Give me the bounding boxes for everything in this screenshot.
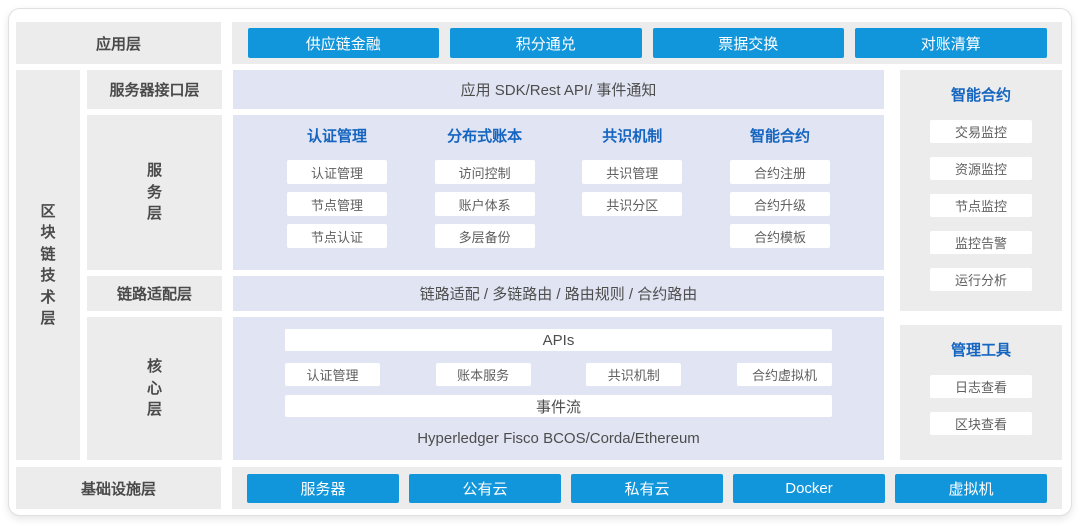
service-column-smart-contract: 智能合约 合约注册 合约升级 合约模板 — [729, 125, 830, 256]
monitor-item: 交易监控 — [930, 120, 1032, 143]
infrastructure-layer-label: 基础设施层 — [16, 467, 221, 509]
infra-chip-public-cloud: 公有云 — [409, 473, 561, 503]
core-module: 合约虚拟机 — [736, 363, 832, 386]
service-layer-content: 认证管理 认证管理 节点管理 节点认证 分布式账本 访问控制 账户体系 多层备份… — [233, 115, 884, 270]
service-item: 账户体系 — [434, 192, 535, 216]
management-tools-panel: 管理工具 日志查看 区块查看 — [900, 325, 1062, 460]
tools-panel-header: 管理工具 — [950, 342, 1011, 359]
core-module: 认证管理 — [285, 363, 380, 386]
service-layer-label: 服务层 — [87, 115, 222, 270]
core-platforms-text: Hyperledger Fisco BCOS/Corda/Ethereum — [417, 430, 700, 447]
service-column-auth: 认证管理 认证管理 节点管理 节点认证 — [287, 125, 387, 256]
app-chip-supply-chain-finance: 供应链金融 — [247, 28, 439, 58]
monitor-item: 监控告警 — [930, 231, 1032, 254]
infra-chip-server: 服务器 — [247, 473, 399, 503]
side-panel-column: 智能合约 交易监控 资源监控 节点监控 监控告警 运行分析 管理工具 日志查看 … — [900, 70, 1062, 460]
app-chip-reconciliation: 对账清算 — [855, 28, 1047, 58]
service-column-header: 共识机制 — [602, 128, 663, 145]
core-layer-label: 核心层 — [87, 317, 222, 460]
core-apis-bar: APIs — [285, 329, 832, 351]
monitor-item: 资源监控 — [930, 157, 1032, 180]
tools-item: 日志查看 — [930, 375, 1032, 398]
blockchain-layer-vertical-label: 区块链技术层 — [16, 70, 80, 460]
monitor-panel-header: 智能合约 — [950, 87, 1011, 104]
blockchain-technology-layer: 区块链技术层 服务器接口层 服务层 链路适配层 核心层 应用 SDK/Rest … — [16, 70, 1062, 460]
service-item: 访问控制 — [434, 160, 535, 184]
application-layer-row: 应用层 供应链金融 积分通兑 票据交换 对账清算 — [16, 22, 1062, 64]
tools-item: 区块查看 — [930, 412, 1032, 435]
service-column-header: 分布式账本 — [447, 128, 523, 145]
service-item: 认证管理 — [287, 160, 387, 184]
infrastructure-button-strip: 服务器 公有云 私有云 Docker 虚拟机 — [232, 467, 1062, 509]
service-column-consensus: 共识机制 共识管理 共识分区 — [582, 125, 683, 224]
architecture-diagram-card: 应用层 供应链金融 积分通兑 票据交换 对账清算 区块链技术层 服务器接口层 服… — [8, 8, 1072, 516]
core-event-stream-bar: 事件流 — [285, 395, 832, 417]
service-item: 多层备份 — [434, 224, 535, 248]
service-item: 节点管理 — [287, 192, 387, 216]
core-layer-content: APIs 认证管理 账本服务 共识机制 合约虚拟机 事件流 Hyperledge… — [233, 317, 884, 460]
link-adapter-layer-content: 链路适配 / 多链路由 / 路由规则 / 合约路由 — [233, 276, 884, 311]
smart-contract-monitor-panel: 智能合约 交易监控 资源监控 节点监控 监控告警 运行分析 — [900, 70, 1062, 311]
service-item: 共识分区 — [582, 192, 683, 216]
service-item: 合约升级 — [729, 192, 830, 216]
link-adapter-layer-label: 链路适配层 — [87, 276, 222, 311]
monitor-item: 节点监控 — [930, 194, 1032, 217]
infra-chip-vm: 虚拟机 — [895, 473, 1047, 503]
layer-content-column: 应用 SDK/Rest API/ 事件通知 认证管理 认证管理 节点管理 节点认… — [233, 70, 884, 460]
infrastructure-layer-row: 基础设施层 服务器 公有云 私有云 Docker 虚拟机 — [16, 467, 1062, 509]
interface-layer-content: 应用 SDK/Rest API/ 事件通知 — [233, 70, 884, 109]
application-button-strip: 供应链金融 积分通兑 票据交换 对账清算 — [232, 22, 1062, 64]
infra-chip-docker: Docker — [733, 473, 885, 503]
service-column-ledger: 分布式账本 访问控制 账户体系 多层备份 — [434, 125, 535, 256]
monitor-item: 运行分析 — [930, 268, 1032, 291]
service-column-header: 智能合约 — [749, 128, 810, 145]
core-module: 共识机制 — [586, 363, 682, 386]
service-column-header: 认证管理 — [306, 128, 367, 145]
infra-chip-private-cloud: 私有云 — [571, 473, 723, 503]
service-item: 合约注册 — [729, 160, 830, 184]
core-modules-row: 认证管理 账本服务 共识机制 合约虚拟机 — [285, 363, 832, 386]
service-item: 共识管理 — [582, 160, 683, 184]
sublayer-label-column: 服务器接口层 服务层 链路适配层 核心层 — [87, 70, 222, 460]
service-item: 节点认证 — [287, 224, 387, 248]
application-layer-label: 应用层 — [16, 22, 221, 64]
app-chip-bill-exchange: 票据交换 — [652, 28, 844, 58]
interface-layer-label: 服务器接口层 — [87, 70, 222, 109]
app-chip-points-exchange: 积分通兑 — [450, 28, 642, 58]
core-module: 账本服务 — [435, 363, 531, 386]
service-item: 合约模板 — [729, 224, 830, 248]
